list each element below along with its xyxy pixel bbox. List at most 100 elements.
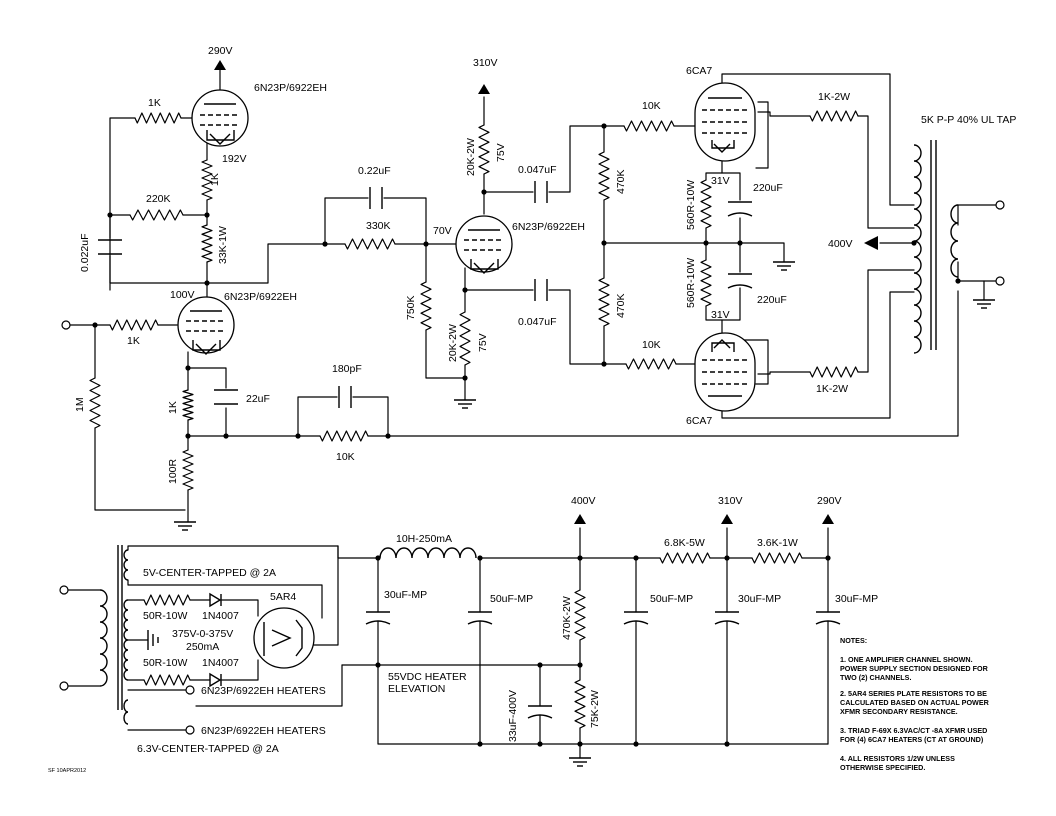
r-1k-top-resistor bbox=[134, 112, 182, 124]
label-c50b: 50uF-MP bbox=[650, 593, 693, 605]
label-d-a: 1N4007 bbox=[202, 610, 239, 622]
label-r-68k: 6.8K-5W bbox=[664, 537, 705, 549]
terminal-icon bbox=[59, 585, 69, 595]
r-220k-resistor bbox=[129, 209, 184, 221]
label-c-022uf: 0.22uF bbox=[358, 165, 391, 177]
junction-dot bbox=[601, 123, 607, 129]
tube-6ca7-upper bbox=[694, 82, 756, 162]
note-1b: POWER SUPPLY SECTION DESIGNED FOR bbox=[840, 664, 989, 673]
r-1m-resistor bbox=[89, 377, 101, 429]
label-75v-bot: 75V bbox=[477, 333, 489, 352]
label-r-20k-bot: 20K-2W bbox=[447, 324, 459, 362]
note-1c: TWO (2) CHANNELS. bbox=[840, 673, 911, 682]
junction-dot bbox=[737, 240, 743, 246]
r-750k-resistor bbox=[420, 281, 432, 331]
junction-dot bbox=[204, 280, 210, 286]
r-36k-resistor bbox=[751, 552, 803, 564]
label-heat1: 6N23P/6922EH HEATERS bbox=[201, 685, 326, 697]
junction-dot bbox=[92, 322, 98, 328]
tube-v1 bbox=[191, 89, 249, 147]
label-tube-v3: 6N23P/6922EH bbox=[512, 221, 585, 233]
junction-dot bbox=[322, 241, 328, 247]
label-r-1k-in: 1K bbox=[127, 335, 140, 347]
diodes bbox=[209, 592, 222, 688]
label-hv-ma: 250mA bbox=[186, 641, 219, 653]
junction-dot bbox=[955, 278, 961, 284]
label-c-220-a: 220uF bbox=[753, 182, 783, 194]
label-192v: 192V bbox=[222, 153, 247, 165]
label-r-560-a: 560R-10W bbox=[685, 180, 697, 230]
label-ps-310v: 310V bbox=[718, 495, 743, 507]
junction-dot bbox=[911, 240, 917, 246]
junction-dot bbox=[185, 365, 191, 371]
label-c-22uf: 22uF bbox=[246, 393, 270, 405]
terminal-icon bbox=[59, 681, 69, 691]
terminal-icon bbox=[185, 685, 195, 695]
label-d-b: 1N4007 bbox=[202, 657, 239, 669]
label-r-50b: 50R-10W bbox=[143, 657, 187, 669]
supply-arrows bbox=[214, 60, 878, 524]
label-400v-tap: 400V bbox=[828, 238, 853, 250]
terminal-icon bbox=[995, 200, 1005, 210]
label-ps-290v: 290V bbox=[817, 495, 842, 507]
wiring-power-supply bbox=[63, 527, 829, 759]
junction-dot bbox=[462, 375, 468, 381]
r-100r-resistor bbox=[182, 449, 194, 491]
r-560-a-resistor bbox=[700, 179, 712, 229]
ps-capacitors bbox=[365, 611, 841, 719]
label-heat2: 6N23P/6922EH HEATERS bbox=[201, 725, 326, 737]
junction-dot bbox=[537, 741, 543, 747]
r-10k-g1-resistor bbox=[623, 120, 675, 132]
date-stamp: SF 10APR2012 bbox=[48, 768, 86, 774]
label-hv: 375V-0-375V bbox=[172, 628, 233, 640]
label-100v: 100V bbox=[170, 289, 195, 301]
note-4a: 4. ALL RESISTORS 1/2W UNLESS bbox=[840, 754, 955, 763]
label-c30c: 30uF-MP bbox=[835, 593, 878, 605]
label-sec-5v: 5V-CENTER-TAPPED @ 2A bbox=[143, 567, 276, 579]
label-r-10k-g2: 10K bbox=[642, 339, 661, 351]
ground-bias-icon bbox=[773, 261, 795, 271]
arrow-ps-400v-icon bbox=[574, 514, 586, 524]
ground-input-icon bbox=[174, 521, 196, 531]
junction-dot bbox=[633, 555, 639, 561]
label-heater-elev-1: 55VDC HEATER bbox=[388, 671, 467, 683]
r-50b-resistor bbox=[143, 674, 191, 686]
junction-dot bbox=[477, 555, 483, 561]
junction-dot bbox=[295, 433, 301, 439]
ground-secondary-icon bbox=[973, 299, 995, 309]
label-r-1m: 1M bbox=[74, 397, 86, 412]
tube-v3 bbox=[455, 215, 513, 274]
label-c-047-top: 0.047uF bbox=[518, 164, 557, 176]
label-r-750k: 750K bbox=[405, 295, 417, 320]
r-1k-in-resistor bbox=[109, 319, 159, 331]
note-3a: 3. TRIAD F-69X 6.3VAC/CT -8A XFMR USED bbox=[840, 726, 987, 735]
junction-dot bbox=[703, 240, 709, 246]
label-31v-upper: 31V bbox=[711, 175, 730, 187]
r-33k-resistor bbox=[201, 224, 213, 263]
label-r-20k-top: 20K-2W bbox=[465, 138, 477, 176]
label-r-1k2w-b: 1K-2W bbox=[816, 383, 848, 395]
label-tube-rect: 5AR4 bbox=[270, 591, 296, 603]
tube-6ca7-lower bbox=[694, 332, 756, 412]
arrow-310v-icon bbox=[478, 84, 490, 94]
r-330k-resistor bbox=[344, 238, 396, 250]
r-1k-cath-resistor bbox=[182, 389, 194, 421]
ground-ct-icon bbox=[147, 630, 159, 650]
label-tube-v1: 6N23P/6922EH bbox=[254, 82, 327, 94]
label-choke: 10H-250mA bbox=[396, 533, 452, 545]
junction-dot bbox=[185, 433, 191, 439]
label-tube-out-lower: 6CA7 bbox=[686, 415, 712, 427]
label-r-470k-b: 470K bbox=[615, 293, 627, 318]
notes-title: NOTES: bbox=[840, 636, 867, 645]
r-68k-resistor bbox=[659, 552, 711, 564]
choke bbox=[379, 547, 477, 559]
label-tube-out-upper: 6CA7 bbox=[686, 65, 712, 77]
wiring-amplifier bbox=[69, 69, 1001, 523]
r-50a-resistor bbox=[143, 594, 191, 606]
terminal-icon bbox=[995, 276, 1005, 286]
r-10k-fb-resistor bbox=[319, 430, 369, 442]
r-1k2w-a-resistor bbox=[809, 110, 859, 122]
junction-dot bbox=[204, 212, 210, 218]
label-31v-lower: 31V bbox=[711, 309, 730, 321]
